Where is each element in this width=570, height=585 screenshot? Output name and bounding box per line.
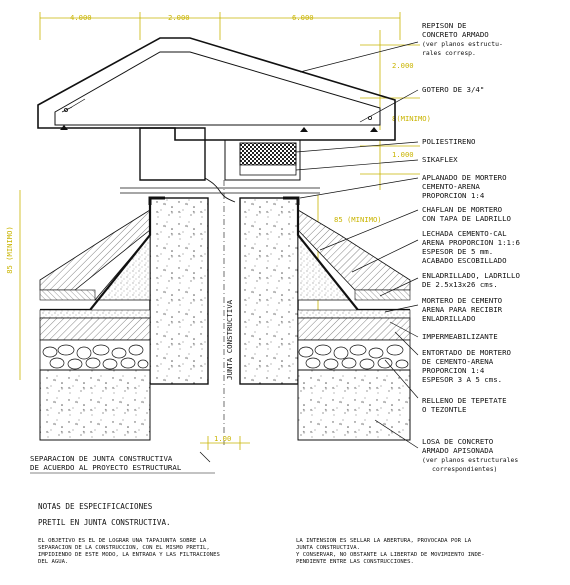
label-repison-2: CONCRETO ARMADO [422,30,489,39]
dim-top-left: 4.000 [70,13,92,22]
label-entortado-1: ENTORTADO DE MORTERO [422,348,512,357]
label-lechada-4: ACABADO ESCOBILLADO [422,256,507,265]
label-enladrillado-2: DE 2.5x13x26 cms. [422,280,498,289]
left-roof-layers [39,205,152,441]
dim-top-mid: 2.000 [168,13,190,22]
label-lechada-2: ARENA PROPORCION 1:1:6 [422,238,520,247]
label-repison-1: REPISON DE [422,21,467,30]
bottom-dimension: 1.00 [200,434,250,450]
break-line [120,177,320,203]
dim-bottom: 1.00 [214,434,231,443]
top-dimension: 4.000 2.000 6.000 [39,12,401,40]
label-mortero-1: MORTERO DE CEMENTO [422,296,503,305]
label-lechada-3: ESPESOR DE 5 mm. [422,247,493,256]
callout-labels: REPISON DE CONCRETO ARMADO (ver planos e… [30,21,520,474]
label-aplanado-1: APLANADO DE MORTERO [422,173,507,182]
label-losa-2: ARMADO APISONADA [422,446,494,455]
specification-notes: NOTAS DE ESPECIFICACIONES PRETIL EN JUNT… [38,502,485,565]
concrete-cap [37,37,396,141]
notes-heading: NOTAS DE ESPECIFICACIONES [38,502,153,511]
label-aplanado-3: PROPORCION 1:4 [422,191,485,200]
junta-label: JUNTA CONSTRUCTIVA [225,299,234,380]
label-losa-4: correspondientes) [432,465,497,473]
label-chaflan-2: CON TAPA DE LADRILLO [422,214,512,223]
notes-left-4: DEL AGUA. [38,559,68,565]
label-mortero-2: ARENA PARA RECIBIR [422,305,503,314]
label-entortado-4: ESPESOR 3 A 5 cms. [422,375,502,384]
label-separacion-2: DE ACUERDO AL PROYECTO ESTRUCTURAL [30,463,182,472]
label-impermeabilizante: IMPERMEABILIZANTE [422,332,498,341]
notes-right-1: LA INTENSION ES SELLAR LA ABERTURA, PROV… [296,538,472,544]
dim-top-right: 6.000 [292,13,314,22]
label-separacion-1: SEPARACION DE JUNTA CONSTRUCTIVA [30,454,173,463]
notes-left-2: SEPARACION DE LA CONSTRUCCION, CON EL MI… [38,545,210,551]
notes-right-4: PENDIENTE ENTRE LAS CONSTRUCCIONES. [296,559,414,565]
notes-subheading: PRETIL EN JUNTA CONSTRUCTIVA. [38,518,171,527]
dim-left-min: 85 (MINIMO) [5,226,14,274]
label-entortado-3: PROPORCION 1:4 [422,366,485,375]
label-mortero-3: ENLADRILLADO [422,314,476,323]
left-wall [149,197,209,385]
notes-left-3: IMPIDIENDO DE ESTE MODO, LA ENTRADA Y LA… [38,552,220,558]
label-poliestireno: POLIESTIRENO [422,137,476,146]
label-repison-3: (ver planos estructu- [422,40,503,48]
notes-right-3: Y CONSERVAR, NO OBSTANTE LA LIBERTAD DE … [296,552,485,558]
label-losa-1: LOSA DE CONCRETO [422,437,494,446]
right-roof-layers [296,205,411,441]
dim-gotero-min: 8(MINIMO) [392,114,431,123]
polystyrene-block [239,142,297,176]
cap-neck [139,127,301,181]
leader-lines [199,41,419,463]
notes-right-2: JUNTA CONSTRUCTIVA. [296,545,360,551]
notes-left-1: EL OBJETIVO ES EL DE LOGRAR UNA TAPAJUNT… [38,538,207,544]
label-relleno-2: O TEZONTLE [422,405,467,414]
label-enladrillado-1: ENLADRILLADO, LADRILLO [422,271,520,280]
dim-right-mid: 1.000 [392,150,414,159]
label-chaflan-1: CHAFLAN DE MORTERO [422,205,503,214]
dim-right-min: 85 (MINIMO) [334,215,382,224]
dim-right-top: 2.000 [392,61,414,70]
right-wall [239,197,299,385]
label-repison-4: rales corresp. [422,49,476,57]
label-entortado-2: DE CEMENTO-ARENA [422,357,494,366]
flashing-caps [148,196,300,205]
label-relleno-1: RELLENO DE TEPETATE [422,396,507,405]
label-gotero: GOTERO DE 3/4" [422,85,484,94]
label-lechada-1: LECHADA CEMENTO-CAL [422,229,507,238]
label-sikaflex: SIKAFLEX [422,155,458,164]
label-aplanado-2: CEMENTO-ARENA [422,182,480,191]
label-losa-3: (ver planos estructurales [422,456,518,464]
